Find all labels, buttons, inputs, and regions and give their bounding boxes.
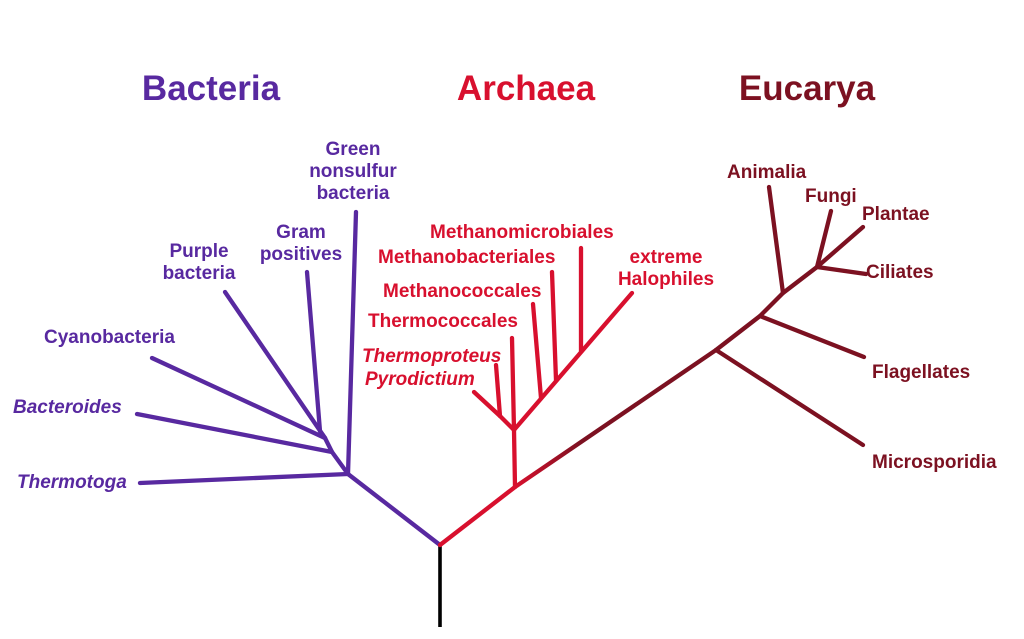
taxon-label-cyanobacteria: Cyanobacteria — [44, 327, 175, 348]
stem-archaea-upper — [511, 427, 518, 490]
domain-header-bacteria: Bacteria — [141, 69, 281, 108]
stem-archaea-lower — [437, 484, 518, 548]
branch-methanobacteriales — [549, 269, 559, 383]
branch-gram-positives — [304, 269, 323, 434]
taxon-label-flagellates: Flagellates — [872, 362, 971, 383]
branch-animalia — [766, 184, 786, 296]
taxon-label-ciliates: Ciliates — [866, 262, 934, 283]
branch-green-nonsulfur — [345, 209, 359, 477]
taxon-label-thermoproteus: Thermoproteus — [362, 346, 502, 367]
taxon-label-methanomicrobiales: Methanomicrobiales — [430, 222, 614, 243]
branch-thermoproteus-pyrodictium-node — [497, 413, 517, 433]
branch-thermococcales — [509, 335, 517, 433]
branch-extreme-halophiles — [511, 290, 635, 433]
branch-methanococcales — [530, 301, 544, 401]
taxon-label-gram-positives: Gram positives — [259, 222, 343, 265]
domain-header-eucarya: Eucarya — [738, 69, 876, 108]
taxon-label-extreme-halophiles: extreme Halophiles — [617, 247, 715, 290]
branch-plantae — [814, 224, 866, 270]
taxon-label-animalia: Animalia — [727, 162, 807, 183]
trunk-eucarya-upper — [713, 264, 820, 353]
branch-flagellates — [757, 313, 867, 360]
branch-thermotoga — [137, 471, 351, 486]
taxon-label-methanococcales: Methanococcales — [383, 281, 542, 302]
branch-microsporidia — [713, 347, 866, 448]
branch-cyanobacteria — [149, 355, 328, 441]
branch-bacteroides — [134, 411, 335, 455]
branch-ciliates — [814, 264, 869, 277]
trunk-eucarya-gradient — [512, 347, 719, 490]
taxon-label-purple-bacteria: Purple bacteria — [162, 241, 236, 284]
taxon-label-fungi: Fungi — [805, 186, 857, 207]
taxon-label-microsporidia: Microsporidia — [872, 452, 997, 473]
branch-pyrodictium — [471, 389, 503, 419]
taxon-label-thermotoga: Thermotoga — [17, 472, 127, 493]
taxon-label-methanobacteriales: Methanobacteriales — [378, 247, 556, 268]
domain-header-archaea: Archaea — [456, 69, 596, 108]
branch-purple-bacteria — [222, 289, 328, 441]
taxon-label-thermococcales: Thermococcales — [368, 311, 518, 332]
taxon-label-green-nonsulfur-bacteria: Green nonsulfur bacteria — [309, 139, 397, 204]
stem-bacteria — [345, 471, 443, 548]
branch-fungi — [814, 208, 834, 270]
taxon-label-pyrodictium: Pyrodictium — [365, 369, 475, 390]
taxon-label-plantae: Plantae — [862, 204, 930, 225]
branch-thermoproteus — [493, 362, 503, 419]
taxon-label-bacteroides: Bacteroides — [13, 397, 122, 418]
